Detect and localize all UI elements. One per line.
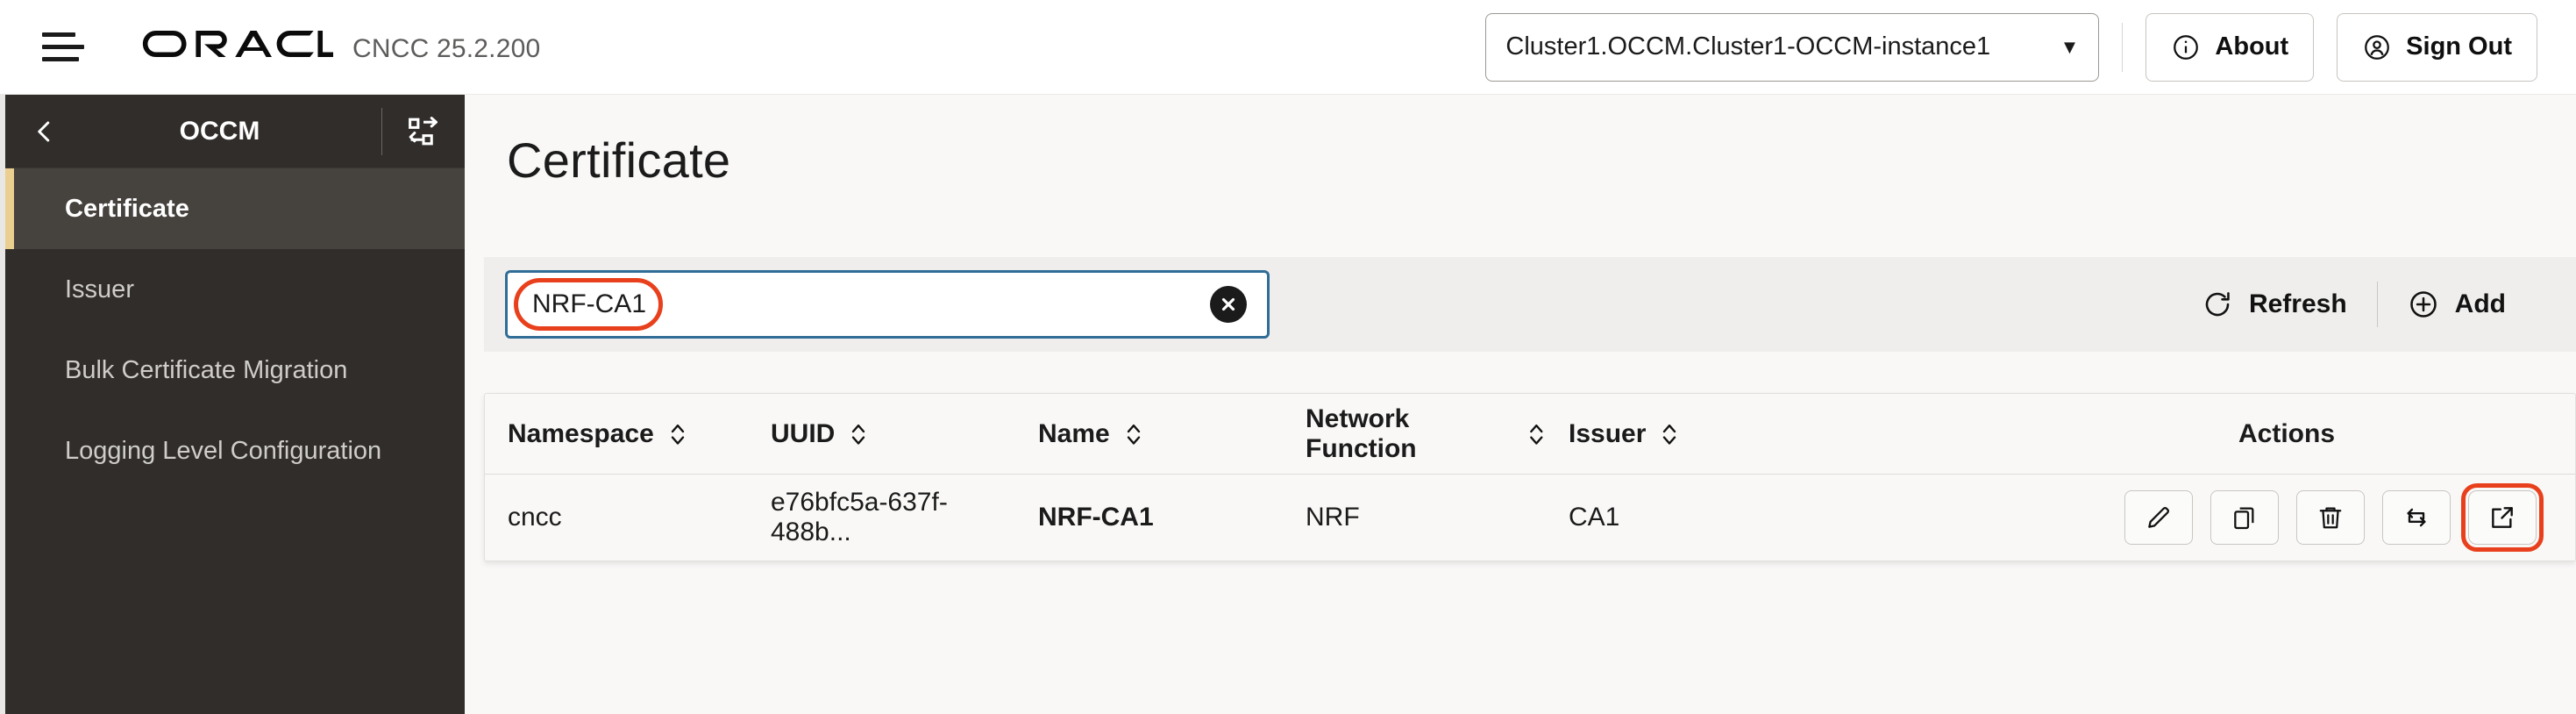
user-circle-icon: [2365, 34, 2390, 60]
sidebar-back-button[interactable]: [5, 116, 84, 147]
add-button-label: Add: [2454, 289, 2506, 318]
sidebar-header-divider: [381, 107, 382, 155]
cell-namespace: cncc: [508, 503, 562, 532]
cluster-selector[interactable]: Cluster1.OCCM.Cluster1-OCCM-instance1 ▼: [1485, 12, 2100, 82]
hamburger-line-1: [42, 32, 75, 37]
column-label: Network Function: [1306, 403, 1417, 463]
close-icon: [1221, 297, 1235, 311]
info-circle-icon: [2174, 34, 2199, 60]
clear-search-button[interactable]: [1210, 286, 1247, 323]
cell-name: NRF-CA1: [1038, 503, 1154, 532]
oracle-logo: [142, 30, 333, 57]
page-title: Certificate: [507, 132, 731, 188]
column-header-name[interactable]: Name: [1015, 419, 1283, 449]
column-header-namespace[interactable]: Namespace: [485, 419, 748, 449]
list-toolbar: Refresh Add: [484, 257, 2576, 352]
brand-area: CNCC 25.2.200: [130, 30, 541, 64]
column-header-network-function[interactable]: Network Function: [1283, 404, 1546, 464]
table-header-row: Namespace UUID Name Network Function Iss…: [485, 394, 2575, 475]
column-header-issuer[interactable]: Issuer: [1546, 419, 1949, 449]
sidebar-item-label: Bulk Certificate Migration: [65, 355, 348, 384]
switch-instance-icon: [409, 116, 438, 145]
sort-icon: [1530, 424, 1543, 445]
hamburger-line-2: [42, 45, 84, 49]
sidebar-header: OCCM: [5, 95, 465, 168]
chevron-down-icon: ▼: [2060, 35, 2080, 58]
refresh-button[interactable]: Refresh: [2172, 274, 2377, 335]
column-label: Actions: [2238, 418, 2336, 448]
sidebar-item-issuer[interactable]: Issuer: [5, 249, 465, 330]
renew-button[interactable]: [2382, 490, 2451, 545]
copy-icon: [2234, 507, 2254, 530]
chevron-left-icon: [38, 121, 50, 141]
column-header-actions: Actions: [1949, 419, 2575, 449]
column-label: Namespace: [508, 418, 654, 448]
toolbar-actions: Refresh Add: [2172, 274, 2536, 335]
search-field-wrapper: [505, 270, 1270, 339]
add-button[interactable]: Add: [2378, 274, 2536, 335]
sidebar-item-bulk-certificate-migration[interactable]: Bulk Certificate Migration: [5, 330, 465, 411]
copy-button[interactable]: [2210, 490, 2279, 545]
sidebar-item-certificate[interactable]: Certificate: [5, 168, 465, 249]
column-label: Issuer: [1569, 418, 1647, 448]
about-button[interactable]: About: [2145, 12, 2315, 82]
cluster-selector-value: Cluster1.OCCM.Cluster1-OCCM-instance1: [1505, 32, 1991, 61]
table-row[interactable]: cncc e76bfc5a-637f-488b... NRF-CA1 NRF C…: [485, 475, 2575, 560]
search-input[interactable]: [505, 270, 1270, 339]
plus-circle-icon: [2409, 291, 2437, 318]
sort-icon: [1663, 424, 1676, 445]
sidebar: OCCM Certificate Issuer Bulk Certificate…: [0, 95, 465, 714]
column-header-uuid[interactable]: UUID: [748, 419, 1015, 449]
sidebar-item-label: Issuer: [65, 275, 134, 303]
header-divider: [2122, 22, 2124, 72]
sort-icon: [671, 424, 684, 445]
cell-network-function: NRF: [1306, 503, 1360, 532]
sidebar-item-logging-level-configuration[interactable]: Logging Level Configuration: [5, 411, 465, 491]
sidebar-title: OCCM: [179, 116, 260, 146]
certificate-table: Namespace UUID Name Network Function Iss…: [484, 393, 2576, 561]
sign-out-button-label: Sign Out: [2406, 32, 2512, 61]
sidebar-switch-instance-button[interactable]: [382, 114, 465, 149]
sidebar-item-label: Logging Level Configuration: [65, 436, 382, 465]
product-version: CNCC 25.2.200: [352, 33, 541, 63]
refresh-icon: [2205, 292, 2230, 317]
hamburger-menu-icon[interactable]: [42, 23, 91, 72]
export-button[interactable]: [2461, 483, 2544, 552]
external-link-icon: [2492, 507, 2513, 528]
pencil-icon: [2148, 507, 2169, 528]
sign-out-button[interactable]: Sign Out: [2337, 12, 2537, 82]
renew-loop-icon: [2407, 508, 2426, 527]
header-actions: Cluster1.OCCM.Cluster1-OCCM-instance1 ▼ …: [1485, 12, 2537, 82]
sort-icon: [1127, 424, 1140, 445]
edit-button[interactable]: [2124, 490, 2193, 545]
main-content: Certificate Refresh: [465, 95, 2576, 714]
top-header-bar: CNCC 25.2.200 Cluster1.OCCM.Cluster1-OCC…: [0, 0, 2576, 95]
cell-uuid: e76bfc5a-637f-488b...: [771, 488, 948, 546]
sort-icon: [852, 424, 865, 445]
cell-actions: [1949, 483, 2575, 552]
delete-button[interactable]: [2296, 490, 2365, 545]
toolbar-divider: [2376, 282, 2378, 327]
sidebar-item-label: Certificate: [65, 194, 189, 223]
column-label: Name: [1038, 418, 1110, 448]
refresh-button-label: Refresh: [2248, 289, 2347, 318]
hamburger-line-3: [42, 57, 79, 61]
trash-icon: [2319, 507, 2342, 529]
about-button-label: About: [2215, 32, 2289, 61]
column-label: UUID: [771, 418, 836, 448]
cell-issuer: CA1: [1569, 503, 1620, 532]
